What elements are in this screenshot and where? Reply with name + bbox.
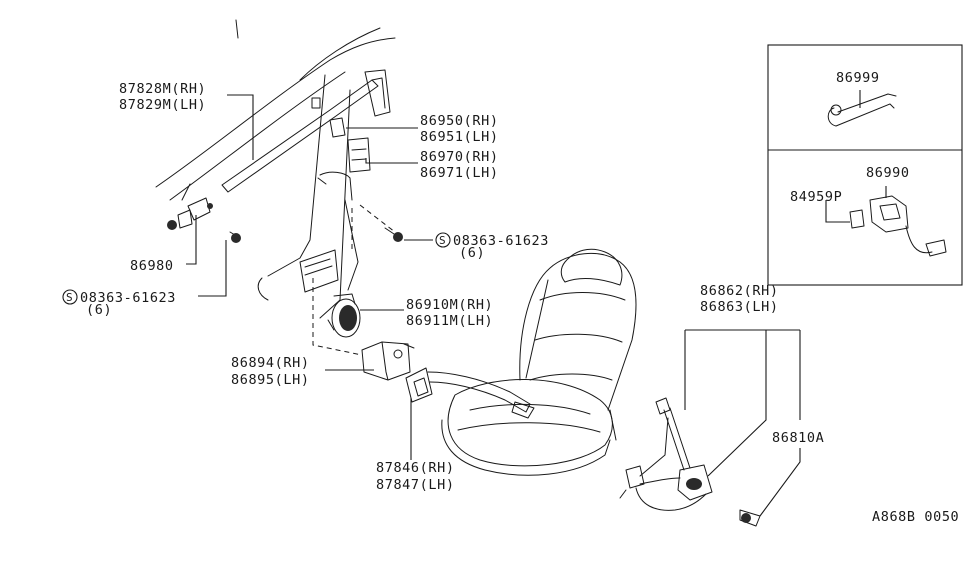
diagram-code: A868B 0050 — [872, 509, 959, 525]
buckle-anchor-bracket — [361, 341, 415, 381]
label-86970: 86970(RH) — [420, 149, 499, 165]
label-86971: 86971(LH) — [420, 165, 499, 181]
roof-rail-trim — [221, 69, 391, 193]
label-86950: 86950(RH) — [420, 113, 499, 129]
label-87847: 87847(LH) — [376, 477, 455, 493]
screw-marker-left-letter: S — [66, 291, 73, 304]
inset-detail-box — [767, 44, 963, 286]
center-pillar-trim — [317, 117, 371, 338]
label-screw-mid: 08363-61623 — [453, 233, 549, 249]
seat-illustration — [441, 248, 637, 476]
label-screw-mid-qty: (6) — [459, 245, 485, 261]
outer-belt-assembly — [619, 397, 761, 527]
label-86810a: 86810A — [772, 430, 824, 446]
screw-marker-mid: S — [435, 232, 451, 248]
label-86990: 86990 — [866, 165, 910, 181]
label-86911m: 86911M(LH) — [406, 313, 493, 329]
label-86895: 86895(LH) — [231, 372, 310, 388]
buckle-stalk — [405, 367, 535, 419]
label-screw-left-qty: (6) — [86, 302, 112, 318]
label-screw-left: 08363-61623 — [80, 290, 176, 306]
label-84959p: 84959P — [790, 189, 842, 205]
label-86999: 86999 — [836, 70, 880, 86]
label-86863: 86863(LH) — [700, 299, 779, 315]
label-87828m: 87828M(RH) — [119, 81, 206, 97]
part-labels: 87828M(RH) 87829M(LH) 86980 S 08363-6162… — [62, 70, 959, 525]
screw-mid-part — [384, 227, 403, 242]
label-87846: 87846(RH) — [376, 460, 455, 476]
label-86951: 86951(LH) — [420, 129, 499, 145]
body-pillar-outline — [155, 19, 396, 319]
dashed-assembly-lines — [312, 204, 396, 356]
label-87829m: 87829M(LH) — [119, 97, 206, 113]
label-86862: 86862(RH) — [700, 283, 779, 299]
screw-marker-mid-letter: S — [439, 234, 446, 247]
label-86980: 86980 — [130, 258, 174, 274]
label-86910m: 86910M(RH) — [406, 297, 493, 313]
screw-marker-left: S — [62, 289, 78, 305]
label-86894: 86894(RH) — [231, 355, 310, 371]
leader-lines — [186, 94, 801, 517]
anchor-bracket-86980 — [167, 197, 241, 243]
